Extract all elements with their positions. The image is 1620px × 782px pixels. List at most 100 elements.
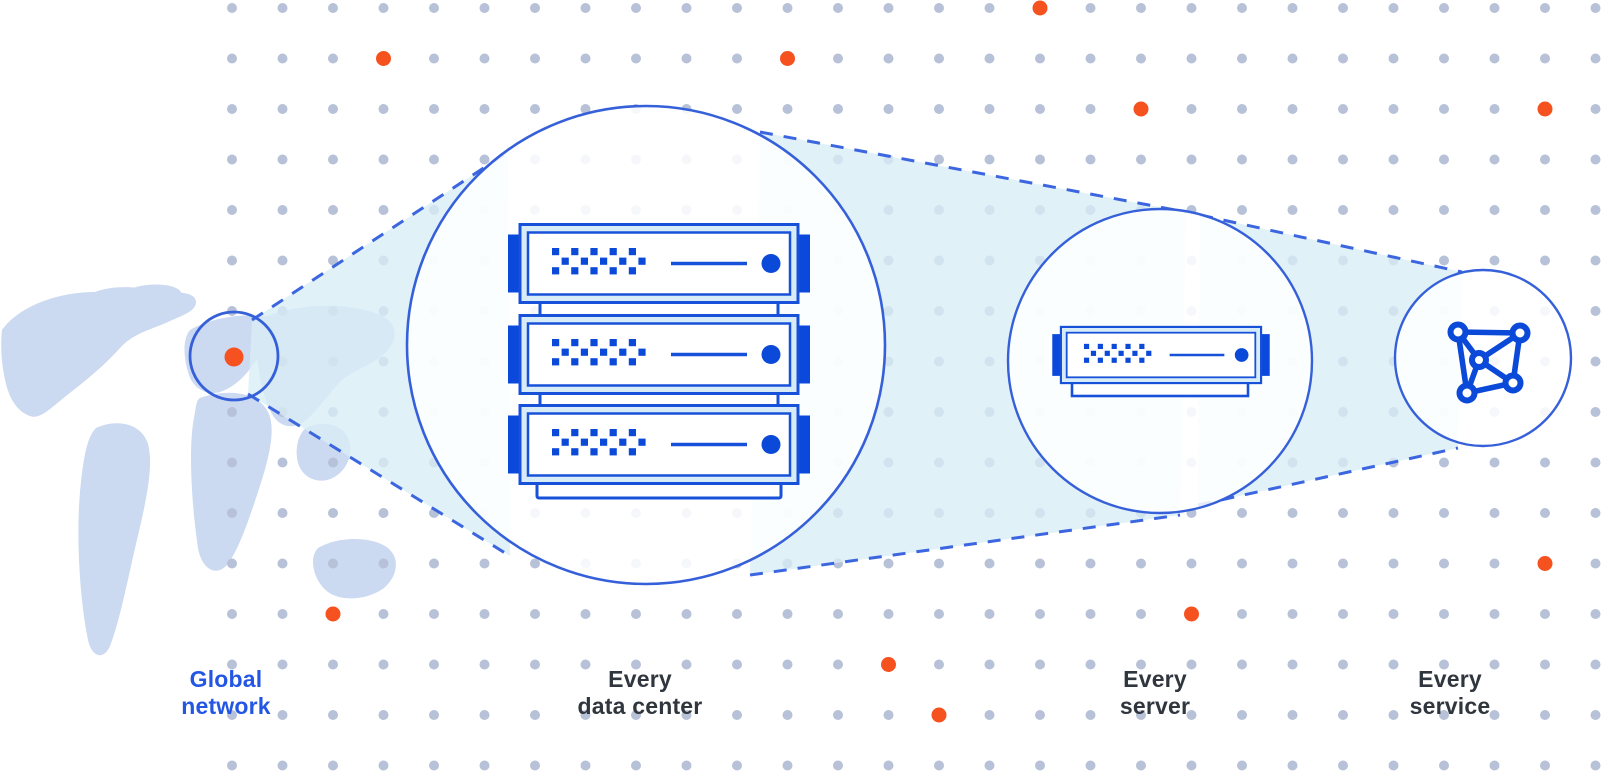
grid-dot [277, 508, 288, 518]
grid-dot [479, 154, 490, 165]
grid-dot [580, 659, 591, 670]
grid-dot [833, 659, 843, 670]
grid-dot [1237, 609, 1247, 619]
grid-dot [833, 609, 843, 619]
grid-dot [429, 710, 439, 720]
grid-dot [1388, 558, 1399, 569]
grid-dot [1439, 609, 1449, 619]
grid-dot [833, 104, 843, 114]
grid-dot [1338, 710, 1348, 720]
grid-dot [328, 154, 338, 165]
grid-dot [631, 710, 641, 720]
grid-dot [277, 558, 288, 569]
grid-dot [1338, 205, 1348, 215]
grid-dot [227, 710, 237, 720]
orange-grid-dot [325, 606, 341, 622]
grid-dot [833, 710, 843, 720]
stage-label-every-data-center: Every data center [578, 666, 703, 720]
grid-dot [1186, 659, 1197, 670]
grid-dot [1489, 154, 1500, 165]
grid-dot [1388, 659, 1399, 670]
grid-dot [883, 760, 894, 771]
stage-label-line: Every [608, 666, 672, 692]
grid-dot [580, 760, 591, 771]
orange-grid-dot [780, 51, 795, 66]
grid-dot [1388, 508, 1399, 518]
grid-dot [530, 760, 540, 771]
grid-dot [530, 609, 540, 619]
grid-dot [277, 609, 288, 619]
mesh-node [1456, 382, 1478, 404]
grid-dot [883, 3, 894, 13]
grid-dot [227, 154, 237, 165]
grid-dot [227, 104, 237, 114]
stage-label-global-network: Global network [181, 666, 271, 720]
orange-grid-dot [1537, 101, 1553, 117]
grid-dot [1590, 255, 1601, 266]
grid-dot [479, 104, 490, 114]
grid-dot [1237, 558, 1247, 569]
grid-dot [1590, 558, 1601, 569]
grid-dot [227, 255, 237, 266]
grid-dot [277, 205, 288, 215]
grid-dot [984, 53, 995, 64]
grid-dot [782, 710, 793, 720]
grid-dot [1237, 659, 1247, 670]
grid-dot [1540, 154, 1550, 165]
grid-dot [378, 154, 389, 165]
zoom-cone-dashed-edges [247, 130, 1463, 577]
grid-dot [1439, 457, 1449, 468]
grid-dot [1085, 710, 1096, 720]
grid-dot [732, 104, 742, 114]
grid-dot [732, 710, 742, 720]
grid-dot [1237, 154, 1247, 165]
grid-dot [1439, 508, 1449, 518]
grid-dot [328, 457, 338, 468]
mesh-node-center [1469, 350, 1489, 370]
grid-dot [1085, 609, 1096, 619]
grid-dot [1540, 508, 1550, 518]
server-unit-icon [1051, 325, 1271, 398]
grid-dot [530, 710, 540, 720]
orange-grid-dot [1537, 556, 1553, 571]
grid-dot [934, 659, 944, 670]
grid-dot [1136, 760, 1146, 771]
grid-dot [530, 558, 540, 569]
grid-dot [681, 609, 692, 619]
grid-dot [479, 760, 490, 771]
grid-dot [883, 710, 894, 720]
grid-dot [328, 3, 338, 13]
grid-dot [934, 558, 944, 569]
grid-dot [1287, 3, 1298, 13]
grid-dot [227, 659, 237, 670]
grid-dot [227, 53, 237, 64]
grid-dot [1035, 659, 1045, 670]
grid-dot [378, 659, 389, 670]
grid-dot [732, 659, 742, 670]
grid-dot [378, 205, 389, 215]
grid-dot [429, 154, 439, 165]
grid-dot [378, 104, 389, 114]
grid-dot [1237, 3, 1247, 13]
grid-dot [328, 659, 338, 670]
grid-dot [1136, 154, 1146, 165]
grid-dot [1489, 53, 1500, 64]
grid-dot [1590, 710, 1601, 720]
grid-dot [1287, 609, 1298, 619]
grid-dot [1388, 104, 1399, 114]
grid-dot [277, 659, 288, 670]
grid-dot [277, 154, 288, 165]
grid-dot [378, 760, 389, 771]
grid-dot [1035, 104, 1045, 114]
grid-dot [1287, 205, 1298, 215]
grid-dot [1035, 609, 1045, 619]
grid-dot [1287, 659, 1298, 670]
grid-dot [1540, 205, 1550, 215]
grid-dot [782, 760, 793, 771]
grid-dot [1186, 154, 1197, 165]
grid-dot [833, 53, 843, 64]
grid-dot [1186, 104, 1197, 114]
grid-dot [1035, 760, 1045, 771]
grid-dot [1590, 53, 1601, 64]
grid-dot [227, 457, 237, 468]
